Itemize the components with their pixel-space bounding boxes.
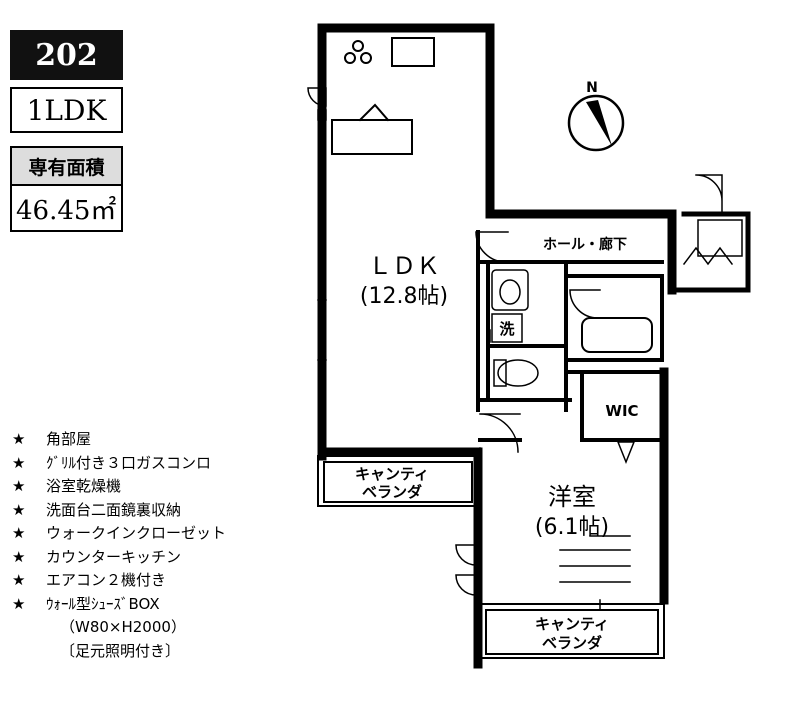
feature-text: カウンターキッチン bbox=[46, 547, 182, 566]
compass-icon: N bbox=[567, 80, 625, 152]
feature-text: 浴室乾燥機 bbox=[46, 477, 122, 495]
area-value: 46.45㎡ bbox=[16, 195, 117, 226]
feature-item: ★ カウンターキッチン bbox=[12, 546, 226, 570]
unit-number: 202 bbox=[35, 37, 98, 73]
feature-note: 〔足元照明付き〕 bbox=[60, 641, 181, 660]
western-room-size: (6.1帖) bbox=[535, 515, 609, 540]
feature-text: ｸﾞﾘﾙ付き３口ガスコンロ bbox=[46, 453, 212, 472]
feature-text: 角部屋 bbox=[46, 430, 92, 448]
feature-note: （W80×H2000） bbox=[60, 618, 186, 636]
star-icon: ★ bbox=[12, 500, 26, 519]
balcony2-line1: キャンティ bbox=[535, 615, 609, 633]
feature-text: 洗面台二面鏡裏収納 bbox=[46, 500, 182, 519]
hall-label: ホール・廊下 bbox=[543, 236, 627, 253]
layout-type: 1LDK bbox=[26, 93, 107, 127]
area-label: 専有面積 bbox=[28, 156, 105, 179]
washroom-label: 洗 bbox=[499, 320, 514, 338]
exterior-walls bbox=[317, 23, 677, 669]
star-icon: ★ bbox=[12, 453, 26, 472]
feature-text: エアコン２機付き bbox=[46, 571, 167, 589]
feature-item: ★ ｸﾞﾘﾙ付き３口ガスコンロ bbox=[12, 452, 226, 476]
balcony-outlines bbox=[317, 455, 665, 659]
balcony1-line2: ベランダ bbox=[362, 483, 422, 501]
feature-item: ★ 角部屋 bbox=[12, 428, 226, 452]
room-labels: ＬＤＫ (12.8帖) ホール・廊下 洗 WIC 洋室 (6.1帖) キャンティ… bbox=[355, 236, 639, 652]
interior-walls bbox=[476, 230, 666, 442]
western-room-name: 洋室 bbox=[548, 483, 596, 511]
ldk-size: (12.8帖) bbox=[360, 284, 448, 309]
balcony2-line2: ベランダ bbox=[542, 634, 602, 652]
star-icon: ★ bbox=[12, 571, 26, 589]
feature-text: ウォークインクローゼット bbox=[46, 524, 227, 542]
star-icon: ★ bbox=[12, 477, 26, 495]
star-icon: ★ bbox=[12, 524, 26, 542]
area-value-box: 46.45㎡ bbox=[10, 186, 123, 232]
feature-item: ★ エアコン２機付き bbox=[12, 569, 226, 593]
wic-label: WIC bbox=[605, 402, 638, 420]
feature-item: ★ 洗面台二面鏡裏収納 bbox=[12, 499, 226, 523]
compass-letter: N bbox=[586, 80, 598, 96]
area-label-box: 専有面積 bbox=[10, 146, 123, 186]
unit-number-badge: 202 bbox=[10, 30, 123, 80]
star-icon: ★ bbox=[12, 430, 26, 448]
feature-text: ｳｫｰﾙ型ｼｭｰｽﾞBOX bbox=[46, 594, 160, 613]
ldk-name: ＬＤＫ bbox=[368, 252, 440, 280]
star-icon: ★ bbox=[12, 547, 26, 566]
star-icon: ★ bbox=[12, 594, 26, 613]
feature-item: ★ ウォークインクローゼット bbox=[12, 522, 226, 546]
door-swings bbox=[307, 87, 723, 596]
feature-item: ★ ｳｫｰﾙ型ｼｭｰｽﾞBOX bbox=[12, 593, 226, 617]
balcony1-line1: キャンティ bbox=[355, 465, 429, 483]
feature-list: ★ 角部屋 ★ ｸﾞﾘﾙ付き３口ガスコンロ ★ 浴室乾燥機 ★ 洗面台二面鏡裏収納 ★ ウ… bbox=[12, 428, 226, 663]
layout-type-badge: 1LDK bbox=[10, 87, 123, 133]
feature-item: ★ 浴室乾燥機 bbox=[12, 475, 226, 499]
